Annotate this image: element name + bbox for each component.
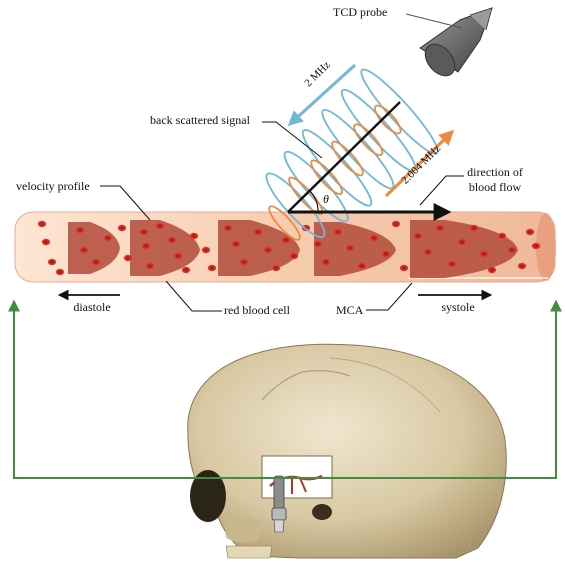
mca-leader	[366, 283, 412, 310]
red-blood-cell	[448, 261, 456, 267]
direction-leader	[420, 176, 464, 205]
tcd-probe-icon	[419, 8, 492, 82]
red-blood-cell	[92, 259, 100, 265]
red-blood-cell	[240, 259, 248, 265]
red-blood-cell	[118, 225, 126, 231]
red-blood-cell	[224, 225, 232, 231]
red-blood-cell	[140, 229, 148, 235]
probe-leader	[406, 14, 462, 28]
red-blood-cell	[124, 255, 132, 261]
red-blood-cell	[168, 237, 176, 243]
red-blood-cell	[334, 229, 342, 235]
red-blood-cell	[508, 247, 516, 253]
red-blood-cell	[424, 249, 432, 255]
skull-icon	[188, 344, 506, 558]
red-blood-cell	[370, 235, 378, 241]
red-blood-cell	[488, 267, 496, 273]
red-blood-cell	[314, 241, 322, 247]
beam-line	[288, 102, 400, 212]
red-blood-cell	[290, 253, 298, 259]
red-blood-cell	[254, 229, 262, 235]
red-blood-cell	[498, 233, 506, 239]
backscatter-label: back scattered signal	[150, 113, 251, 127]
red-blood-cell	[42, 239, 50, 245]
red-blood-cell	[76, 227, 84, 233]
red-blood-cell	[282, 237, 290, 243]
red-blood-cell	[208, 265, 216, 271]
red-blood-cell	[526, 229, 534, 235]
diastole-label: diastole	[73, 300, 110, 314]
direction-label-line2: blood flow	[469, 180, 522, 194]
red-blood-cell	[458, 239, 466, 245]
red-blood-cell	[358, 263, 366, 269]
red-blood-cell	[480, 251, 488, 257]
red-blood-cell	[48, 259, 56, 265]
red-blood-cell	[346, 245, 354, 251]
angle-label: θ	[323, 192, 329, 206]
direction-label-line1: direction of	[467, 165, 523, 179]
red-blood-cell	[400, 265, 408, 271]
red-blood-cell	[322, 259, 330, 265]
red-blood-cell	[232, 241, 240, 247]
mca-label: MCA	[336, 303, 364, 317]
probe-label: TCD probe	[333, 5, 387, 19]
red-blood-cell	[104, 235, 112, 241]
systole-label: systole	[441, 300, 474, 314]
red-blood-cell	[382, 251, 390, 257]
red-blood-cell	[436, 225, 444, 231]
red-blood-cell	[414, 233, 422, 239]
red-blood-cell	[392, 221, 400, 227]
red-blood-cell	[146, 263, 154, 269]
red-blood-cell	[264, 247, 272, 253]
red-blood-cell	[156, 223, 164, 229]
red-blood-cell	[182, 267, 190, 273]
velocity-profile-label: velocity profile	[16, 179, 90, 193]
red-blood-cell	[272, 265, 280, 271]
red-blood-cell	[142, 243, 150, 249]
rbc-label: red blood cell	[224, 303, 291, 317]
red-blood-cell	[190, 233, 198, 239]
red-blood-cell	[202, 247, 210, 253]
red-blood-cell	[470, 225, 478, 231]
red-blood-cell	[532, 243, 540, 249]
red-blood-cell	[56, 269, 64, 275]
red-blood-cell	[80, 247, 88, 253]
red-blood-cell	[518, 263, 526, 269]
red-blood-cell	[174, 253, 182, 259]
rbc-leader	[166, 281, 222, 311]
freq-incident-label: 2 MHz	[302, 59, 332, 89]
red-blood-cell	[38, 221, 46, 227]
